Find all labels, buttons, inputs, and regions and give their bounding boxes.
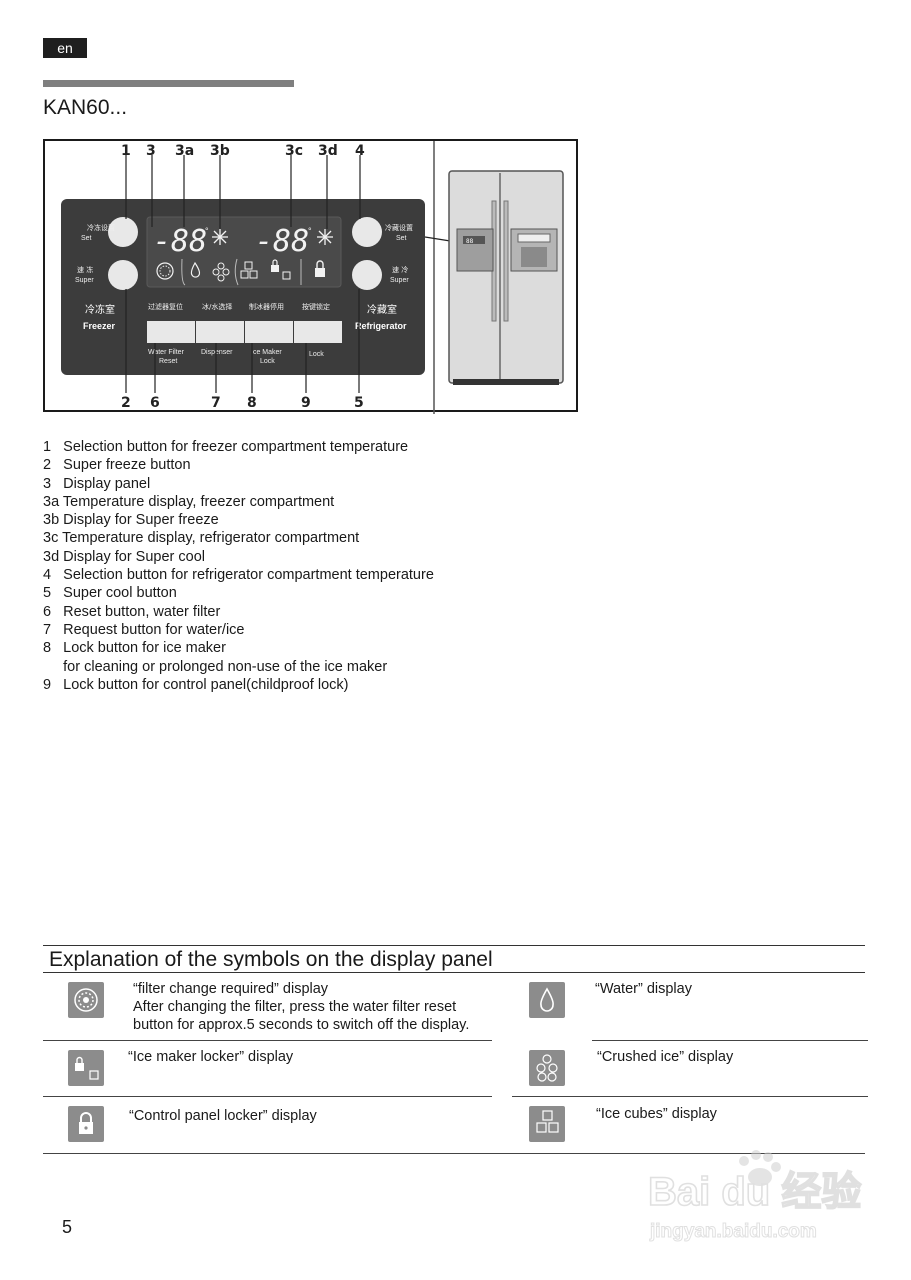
callout-1: 1	[121, 143, 131, 159]
ice-maker-lock-description: “Ice maker locker” display	[128, 1048, 293, 1066]
water-drop-icon	[529, 982, 565, 1018]
button-en-icemaker: Ice Maker	[251, 349, 282, 356]
callout-8: 8	[247, 395, 257, 411]
fridge-set-en: Set	[396, 235, 407, 242]
callout-4: 4	[355, 143, 365, 159]
dispenser-button	[196, 321, 244, 343]
super-cool-snowflake-icon	[317, 229, 333, 245]
table-row-divider	[512, 1096, 868, 1097]
callout-3d: 3d	[318, 143, 338, 159]
legend-item: 3b Display for Super freeze	[43, 511, 434, 529]
lock-button	[294, 321, 342, 343]
filter-line-3: button for approx.5 seconds to switch of…	[133, 1016, 493, 1034]
button-en-icemaker-2: Lock	[260, 358, 275, 365]
ice-cubes-icon	[529, 1106, 565, 1142]
fridge-label-en: Refrigerator	[355, 321, 407, 331]
water-filter-reset-button	[147, 321, 195, 343]
callout-9: 9	[301, 395, 311, 411]
legend-item: 3d Display for Super cool	[43, 548, 434, 566]
fridge-temp-display: -88	[255, 224, 309, 259]
water-description: “Water” display	[595, 980, 692, 998]
watermark-url: jingyan.baidu.com	[649, 1221, 817, 1242]
model-title: KAN60...	[43, 96, 127, 120]
freezer-set-en: Set	[81, 235, 92, 242]
legend-item: 3c Temperature display, refrigerator com…	[43, 529, 434, 547]
legend-item: 1 Selection button for freezer compartme…	[43, 438, 434, 456]
callout-5: 5	[354, 395, 364, 411]
freezer-set-cn: 冷冻设置	[87, 223, 115, 232]
legend-item: 5 Super cool button	[43, 584, 434, 602]
button-cn-filter: 过滤器复位	[148, 302, 183, 311]
button-cn-dispenser: 冰/水选择	[202, 302, 232, 311]
legend-item: 9 Lock button for control panel(childpro…	[43, 676, 434, 694]
fridge-set-cn: 冷藏设置	[385, 223, 413, 232]
watermark-brand: Bai du 经验	[648, 1170, 861, 1214]
crushed-ice-description: “Crushed ice” display	[597, 1048, 733, 1066]
button-cn-icemaker: 制冰器停用	[249, 302, 284, 311]
legend-item: 3 Display panel	[43, 475, 434, 493]
callout-6: 6	[150, 395, 160, 411]
filter-icon	[68, 982, 104, 1018]
symbols-table-title: Explanation of the symbols on the displa…	[43, 945, 865, 973]
crushed-ice-icon	[529, 1050, 565, 1086]
freezer-degree: °	[205, 226, 209, 236]
legend-item: 7 Request button for water/ice	[43, 621, 434, 639]
freezer-label-cn: 冷冻室	[85, 303, 115, 316]
language-tag: en	[43, 38, 87, 58]
control-panel-figure: 冷冻设置 Set 速 冻 Super 冷冻室 Freezer 冷藏设置 Set …	[43, 139, 578, 412]
header-rule	[43, 80, 294, 87]
callout-3: 3	[146, 143, 156, 159]
super-freeze-snowflake-icon	[212, 229, 228, 245]
legend-item: 6 Reset button, water filter	[43, 603, 434, 621]
ice-maker-lock-button	[245, 321, 293, 343]
button-en-lock: Lock	[309, 351, 324, 358]
panel-lock-description: “Control panel locker” display	[129, 1107, 317, 1125]
legend-item: 8 Lock button for ice maker	[43, 639, 434, 657]
table-row-divider	[43, 1096, 492, 1097]
ice-maker-lock-icon	[271, 265, 279, 272]
legend-item: 4 Selection button for refrigerator comp…	[43, 566, 434, 584]
freezer-super-button	[108, 260, 138, 290]
ice-maker-lock-icon	[68, 1050, 104, 1086]
callout-7: 7	[211, 395, 221, 411]
fridge-mini-display: 88	[466, 238, 474, 245]
page-number: 5	[62, 1217, 72, 1238]
callout-3c: 3c	[285, 143, 303, 159]
button-en-dispenser: Dispenser	[201, 349, 233, 356]
filter-line-1: “filter change required” display	[133, 980, 493, 998]
component-legend: 1 Selection button for freezer compartme…	[43, 438, 434, 694]
fridge-super-cn: 速 冷	[392, 265, 408, 274]
fridge-label-cn: 冷藏室	[367, 303, 397, 316]
button-en-filter-2: Reset	[159, 358, 177, 365]
freezer-set-button	[108, 217, 138, 247]
baidu-watermark-logo: Bai du 经验 jingyan.baidu.com	[646, 1147, 886, 1247]
ice-cubes-description: “Ice cubes” display	[596, 1105, 717, 1123]
freezer-super-cn: 速 冻	[77, 265, 93, 274]
freezer-temp-display: -88	[153, 224, 207, 259]
padlock-icon	[68, 1106, 104, 1142]
callout-3b: 3b	[210, 143, 230, 159]
fridge-illustration: 88	[449, 171, 563, 385]
filter-description: “filter change required” display After c…	[133, 980, 493, 1034]
freezer-super-en: Super	[75, 277, 94, 284]
table-row-divider	[592, 1040, 868, 1041]
legend-item: 3a Temperature display, freezer compartm…	[43, 493, 434, 511]
filter-line-2: After changing the filter, press the wat…	[133, 998, 493, 1016]
callout-2: 2	[121, 395, 131, 411]
fridge-super-en: Super	[390, 277, 409, 284]
table-row-divider	[43, 1040, 492, 1041]
button-cn-lock: 按键锁定	[302, 302, 330, 311]
button-en-filter: Water Filter	[148, 349, 185, 356]
fridge-degree: °	[308, 226, 312, 236]
callout-3a: 3a	[175, 143, 194, 159]
fridge-set-button	[352, 217, 382, 247]
legend-item: 2 Super freeze button	[43, 456, 434, 474]
panel-lock-icon	[315, 268, 325, 277]
freezer-label-en: Freezer	[83, 321, 116, 331]
legend-item: for cleaning or prolonged non-use of the…	[43, 658, 434, 676]
control-panel-illustration: 冷冻设置 Set 速 冻 Super 冷冻室 Freezer 冷藏设置 Set …	[45, 141, 580, 414]
fridge-super-button	[352, 260, 382, 290]
